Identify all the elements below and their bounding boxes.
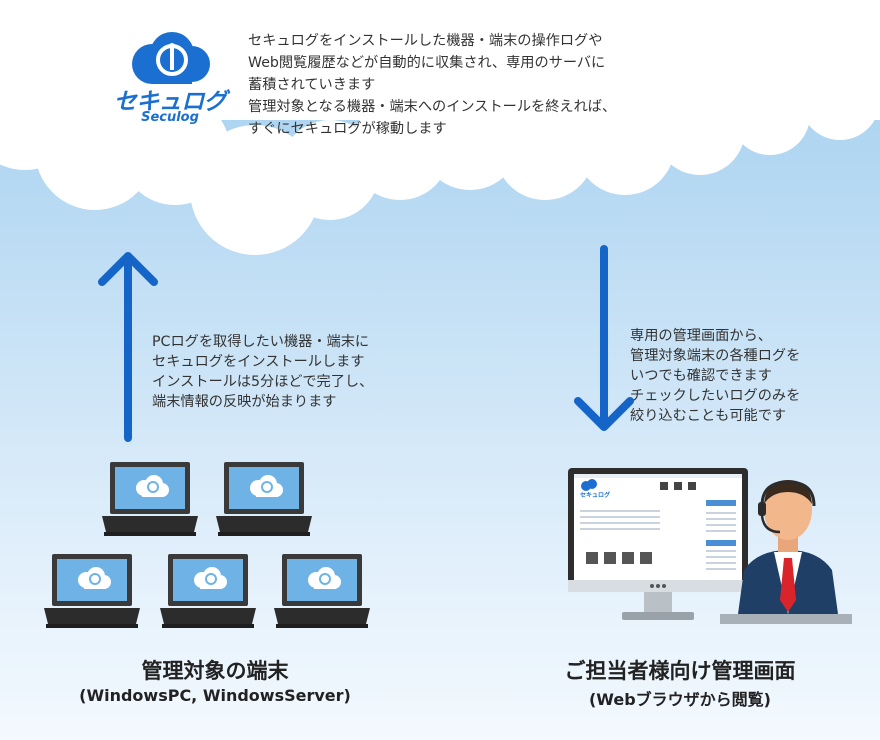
seculog-cloud-logo-icon [132,32,210,84]
left-desc-line: セキュログをインストールします [152,354,365,370]
laptop-icon [42,552,142,632]
cloud-shape [0,0,880,255]
laptop-icon [272,552,372,632]
right-desc-line: 専用の管理画面から、 [630,328,772,344]
intro-line: 蓄積されていきます [248,77,376,93]
logo-name: セキュログ [113,89,227,115]
monitor-logo-text: セキュログ [580,491,610,499]
seculog-logo: セキュログ Seculog [100,30,240,130]
laptop-icon [100,460,200,540]
left-caption-subtitle: (WindowsPC, WindowsServer) [79,686,351,705]
monitor-icon: セキュログ [568,468,748,620]
right-caption-title: ご担当者様向け管理画面 [564,659,796,683]
left-caption-title: 管理対象の端末 [141,659,289,683]
left-desc-line: 端末情報の反映が始まります [152,394,337,410]
laptop-icon [158,552,258,632]
arrow-up-icon [98,252,158,442]
arrow-down-icon [574,245,634,431]
left-desc-line: PCログを取得したい機器・端末に [152,334,370,350]
laptop-icon [214,460,314,540]
right-description: 専用の管理画面から、 管理対象端末の各種ログを いつでも確認できます チェックし… [630,326,800,426]
right-desc-line: 管理対象端末の各種ログを [630,348,801,364]
logo-subname: Seculog [141,110,199,125]
right-caption-subtitle: (Webブラウザから閲覧) [588,690,771,709]
left-description: PCログを取得したい機器・端末に セキュログをインストールします インストールは… [152,332,373,412]
intro-line: すぐにセキュログが稼動します [248,121,447,137]
intro-text: セキュログをインストールした機器・端末の操作ログや Web閲覧履歴などが自動的に… [248,30,688,140]
left-desc-line: インストールは5分ほどで完了し、 [152,374,374,390]
right-desc-line: いつでも確認できます [630,368,772,384]
intro-line: Web閲覧履歴などが自動的に収集され、専用のサーバに [248,55,606,71]
intro-line: セキュログをインストールした機器・端末の操作ログや [248,33,603,49]
intro-line: 管理対象となる機器・端末へのインストールを終えれば、 [248,99,617,115]
right-desc-line: チェックしたいログのみを [630,388,801,404]
right-desc-line: 絞り込むことも可能です [630,408,787,424]
operator-headset-icon [720,480,852,624]
